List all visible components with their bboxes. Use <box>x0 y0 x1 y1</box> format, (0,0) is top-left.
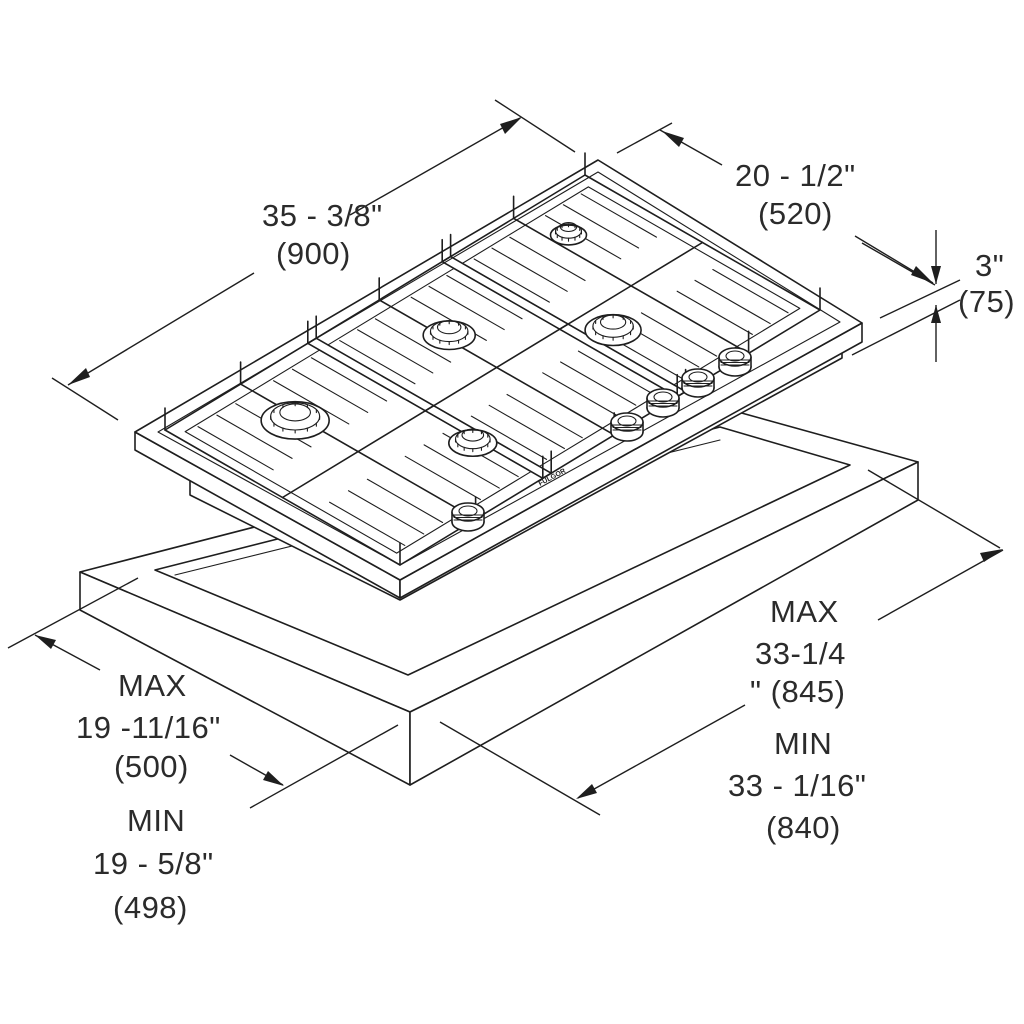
width-metric-label: (900) <box>276 236 351 271</box>
cutout-depth-min-metric: (498) <box>113 890 188 925</box>
dimension-width <box>51 99 576 421</box>
dimension-height <box>851 230 961 362</box>
cutout-width-max-imperial-a: 33-1/4 <box>755 636 846 671</box>
burner <box>447 428 498 458</box>
cutout-width-min-imperial: 33 - 1/16" <box>728 768 867 803</box>
knob[interactable] <box>646 388 680 418</box>
cutout-width-min-label: MIN <box>774 726 833 761</box>
cutout-width-max-label: MAX <box>770 594 839 629</box>
cutout-depth-max-metric: (500) <box>114 749 189 784</box>
countertop-cutout <box>79 406 919 786</box>
cutout-depth-min-label: MIN <box>127 803 186 838</box>
control-knobs <box>451 347 752 532</box>
burner <box>584 313 642 347</box>
height-metric-label: (75) <box>958 284 1016 319</box>
grates <box>164 152 821 566</box>
depth-metric-label: (520) <box>758 196 833 231</box>
width-imperial-label: 35 - 3/8" <box>262 198 383 233</box>
knob[interactable] <box>451 502 485 532</box>
cutout-width-max-imperial-b: " (845) <box>750 674 846 709</box>
height-imperial-label: 3" <box>975 248 1005 283</box>
knob[interactable] <box>610 412 644 442</box>
cutout-depth-max-imperial: 19 -11/16" <box>76 710 221 745</box>
glass-top <box>134 159 863 581</box>
cutout-depth-min-imperial: 19 - 5/8" <box>93 846 214 881</box>
burner <box>549 221 588 246</box>
burner <box>422 320 477 351</box>
dimension-depth <box>616 122 936 286</box>
cutout-depth-max-label: MAX <box>118 668 187 703</box>
dimension-cutout-depth <box>7 577 399 809</box>
cutout-width-min-metric: (840) <box>766 810 841 845</box>
depth-imperial-label: 20 - 1/2" <box>735 158 856 193</box>
knob[interactable] <box>718 347 752 377</box>
dimension-cutout-width <box>439 469 1004 816</box>
burner <box>260 400 330 440</box>
knob[interactable] <box>681 368 715 398</box>
